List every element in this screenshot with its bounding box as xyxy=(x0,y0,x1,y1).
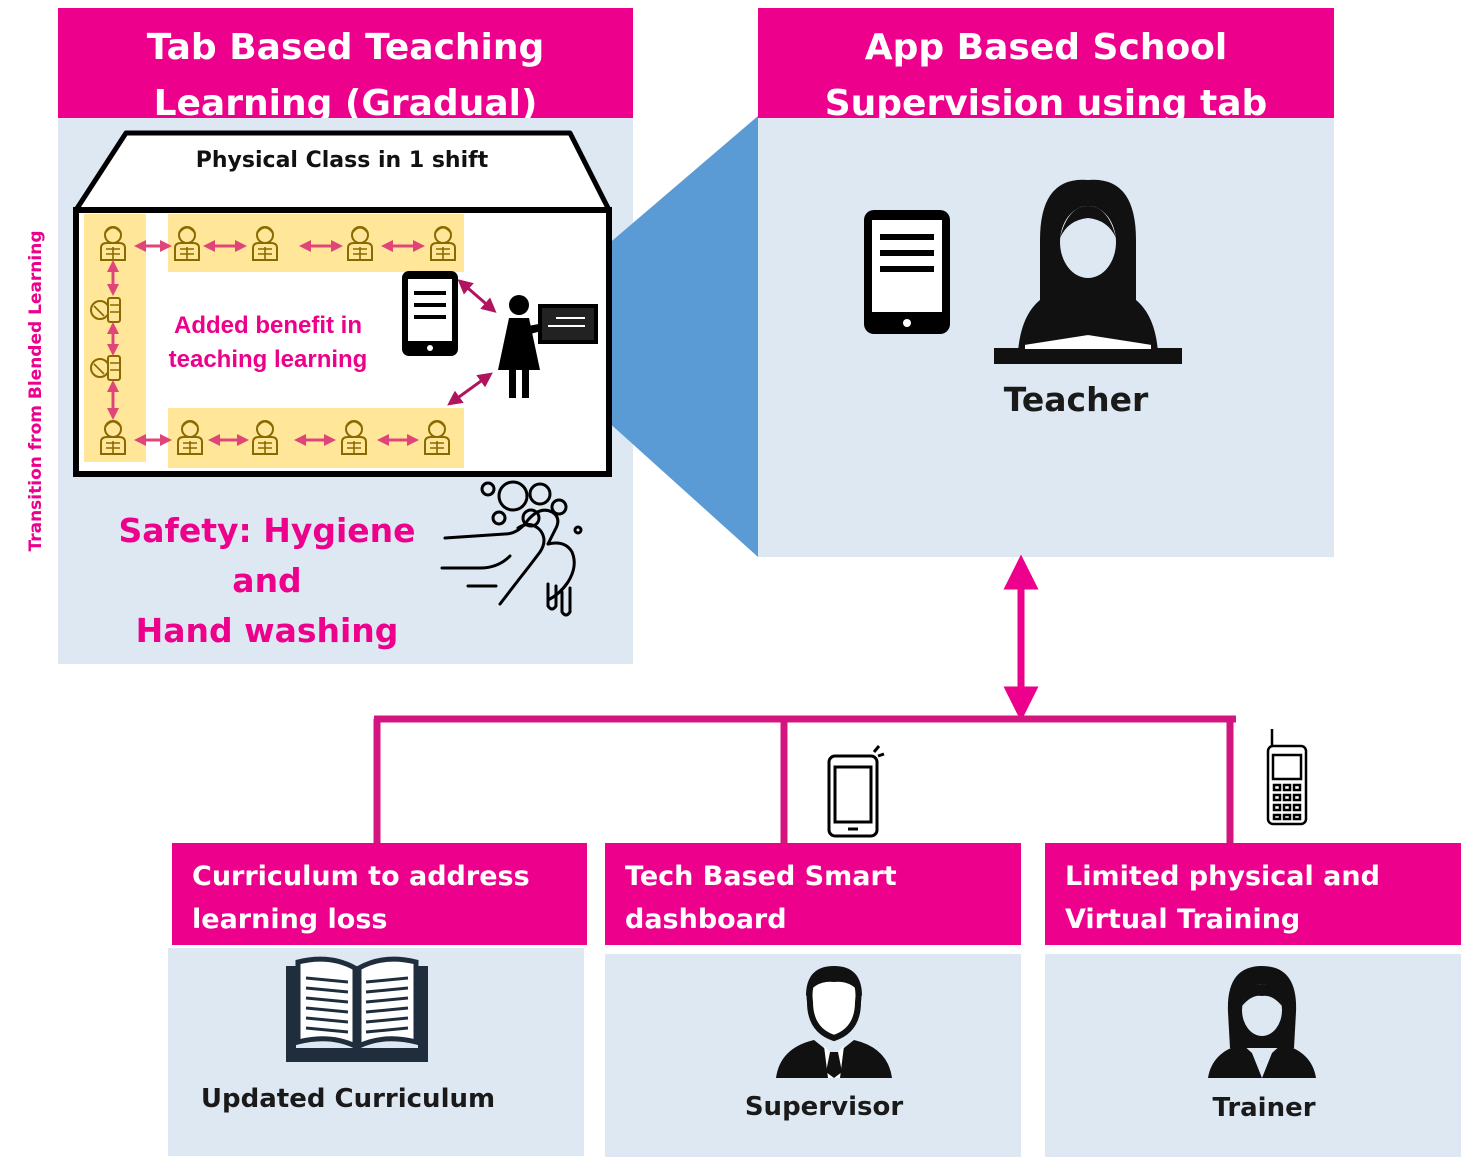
tablet-icon xyxy=(864,210,950,334)
classroom-label: Physical Class in 1 shift xyxy=(195,148,489,173)
benefit-text: Added benefit in teaching learning xyxy=(146,309,390,377)
supervisor-icon xyxy=(776,966,892,1078)
box1-title-line1: Curriculum to address xyxy=(192,861,530,892)
projection-connector xyxy=(606,116,758,557)
box2-title-line1: Tech Based Smart xyxy=(625,861,897,892)
safety-line1: Safety: Hygiene and xyxy=(118,511,416,600)
safety-line2: Hand washing xyxy=(135,611,399,650)
left-panel-header: Tab Based Teaching Learning (Gradual) xyxy=(58,8,633,118)
student-row-top xyxy=(168,214,464,272)
benefit-line1: Added benefit in xyxy=(174,312,362,339)
box2-title-line2: dashboard xyxy=(625,904,787,935)
trainer-icon xyxy=(1208,966,1316,1078)
book-icon xyxy=(286,956,428,1062)
trainer-caption: Trainer xyxy=(1212,1093,1316,1123)
safety-text: Safety: Hygiene and Hand washing xyxy=(84,506,450,656)
supervisor-caption: Supervisor xyxy=(744,1092,904,1122)
right-panel-header: App Based School Supervision using tab xyxy=(758,8,1334,118)
classroom-teacher-icon xyxy=(498,295,598,398)
student-arrows xyxy=(107,240,425,446)
box3-title-line2: Virtual Training xyxy=(1065,904,1301,935)
bottom-box-1-header: Curriculum to address learning loss xyxy=(172,843,587,945)
left-title-line2: Learning (Gradual) xyxy=(153,83,538,118)
feature-phone-icon xyxy=(1266,729,1308,826)
benefit-line2: teaching learning xyxy=(168,346,368,373)
smartphone-icon xyxy=(827,745,885,838)
bottom-box-3-header: Limited physical and Virtual Training xyxy=(1045,843,1461,945)
box3-title-line1: Limited physical and xyxy=(1065,861,1380,892)
teacher-icon xyxy=(994,179,1182,364)
teacher-caption: Teacher xyxy=(1003,380,1149,419)
bottom-box-2-header: Tech Based Smart dashboard xyxy=(605,843,1021,945)
box1-title-line2: learning loss xyxy=(192,904,388,935)
right-title-line1: App Based School xyxy=(864,27,1228,68)
curriculum-caption: Updated Curriculum xyxy=(200,1084,496,1114)
classroom-tablet-icon xyxy=(402,271,458,356)
right-title-line2: Supervision using tab xyxy=(824,83,1268,118)
student-row-bottom xyxy=(168,408,464,468)
handwashing-icon xyxy=(440,480,583,617)
connector-tree xyxy=(373,715,1236,843)
left-title-line1: Tab Based Teaching xyxy=(146,27,545,68)
